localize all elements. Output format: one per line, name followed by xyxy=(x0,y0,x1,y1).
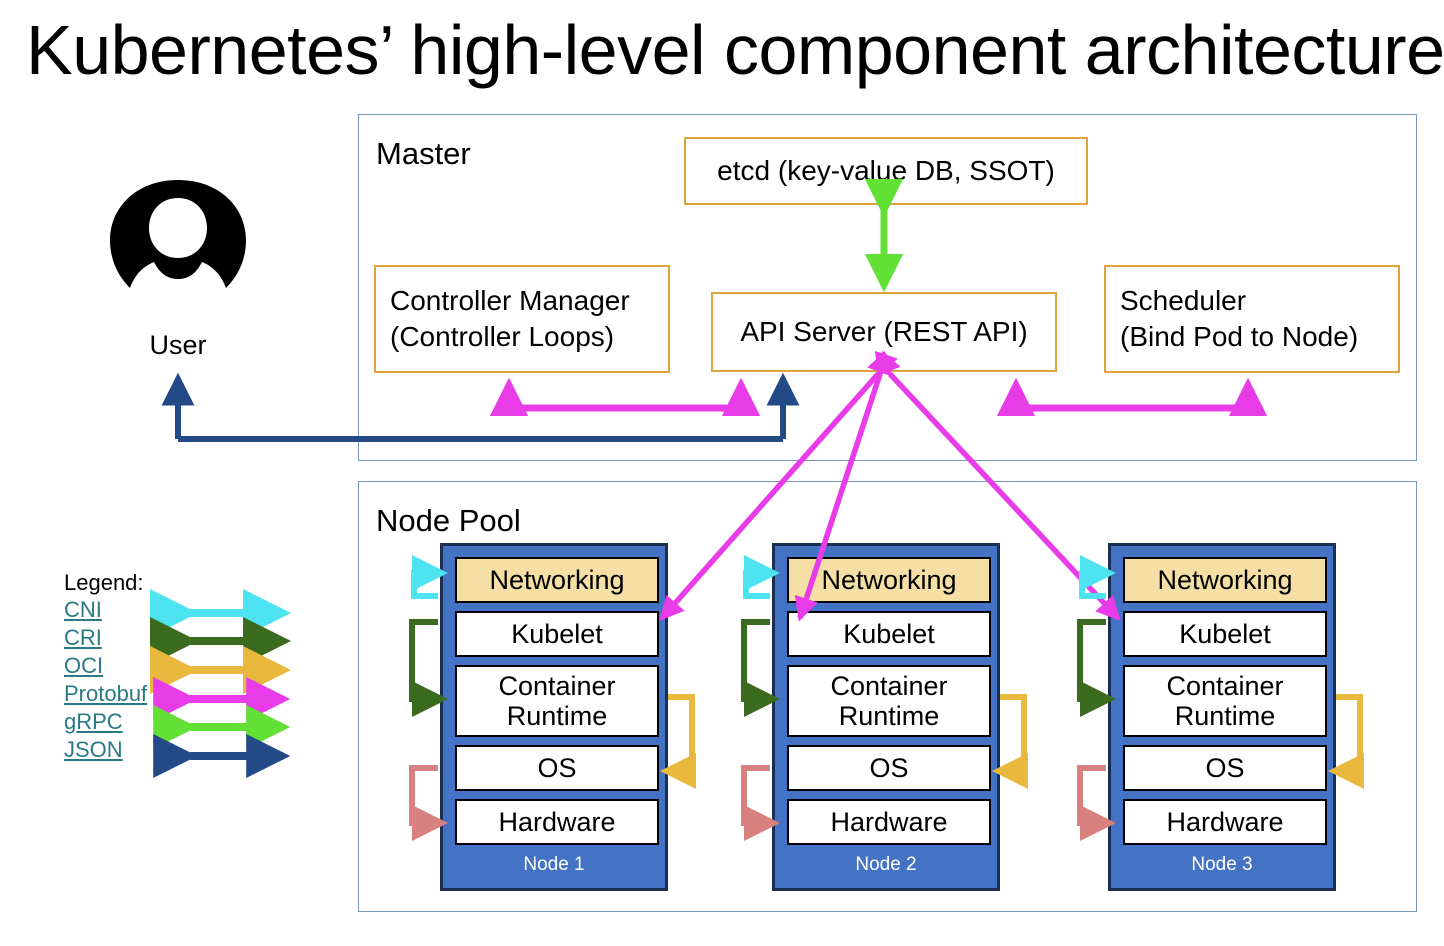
legend-label-json[interactable]: JSON xyxy=(64,737,123,762)
api-server-label: API Server (REST API) xyxy=(740,316,1028,347)
legend-label-cri[interactable]: CRI xyxy=(64,625,102,650)
legend-row-cni[interactable]: CNI xyxy=(64,596,314,624)
user-label: User xyxy=(149,330,207,360)
node-panel[interactable]: Networking Kubelet Container Runtime OS … xyxy=(772,543,1000,891)
node-name-label: Node 1 xyxy=(523,854,585,875)
layer-label: Kubelet xyxy=(843,619,935,649)
page-title: Kubernetes’ high-level component archite… xyxy=(26,11,1444,89)
node-name-label: Node 3 xyxy=(1191,854,1253,875)
legend-row-protobuf[interactable]: Protobuf xyxy=(64,680,314,708)
node-name-label: Node 2 xyxy=(855,854,917,875)
scheduler-box[interactable]: Scheduler (Bind Pod to Node) xyxy=(1104,265,1400,373)
node-pool-label: Node Pool xyxy=(376,503,521,538)
layer-label: Container Runtime xyxy=(830,671,948,731)
node-layer-networking[interactable]: Networking xyxy=(1123,557,1327,603)
controller-manager-line2: (Controller Loops) xyxy=(390,321,615,352)
node-layer-networking[interactable]: Networking xyxy=(787,557,991,603)
api-server-box[interactable]: API Server (REST API) xyxy=(711,292,1057,372)
etcd-box[interactable]: etcd (key-value DB, SSOT) xyxy=(684,137,1088,205)
legend-row-cri[interactable]: CRI xyxy=(64,624,314,652)
node-layer-container-runtime[interactable]: Container Runtime xyxy=(455,665,659,737)
legend-row-grpc[interactable]: gRPC xyxy=(64,708,314,736)
node-layer-container-runtime[interactable]: Container Runtime xyxy=(1123,665,1327,737)
node-layer-hardware[interactable]: Hardware xyxy=(455,799,659,845)
node-layer-os[interactable]: OS xyxy=(787,745,991,791)
node-layer-os[interactable]: OS xyxy=(1123,745,1327,791)
controller-manager-line1: Controller Manager xyxy=(390,285,630,316)
node-layer-hardware[interactable]: Hardware xyxy=(1123,799,1327,845)
user-silhouette-icon xyxy=(108,178,248,298)
node-panel[interactable]: Networking Kubelet Container Runtime OS … xyxy=(1108,543,1336,891)
layer-label: Networking xyxy=(1157,565,1293,595)
legend: Legend: CNI CRI OCI Protobuf gRPC JSON xyxy=(64,570,314,780)
layer-label: Kubelet xyxy=(511,619,603,649)
legend-label-protobuf[interactable]: Protobuf xyxy=(64,681,148,706)
node-layer-kubelet[interactable]: Kubelet xyxy=(455,611,659,657)
node-panel[interactable]: Networking Kubelet Container Runtime OS … xyxy=(440,543,668,891)
layer-label: Hardware xyxy=(830,807,948,837)
etcd-label: etcd (key-value DB, SSOT) xyxy=(717,155,1055,186)
layer-label: Hardware xyxy=(1166,807,1284,837)
layer-label: OS xyxy=(1205,753,1245,783)
layer-label: OS xyxy=(537,753,577,783)
legend-row-json[interactable]: JSON xyxy=(64,736,314,764)
scheduler-line1: Scheduler xyxy=(1120,285,1247,316)
node-layer-container-runtime[interactable]: Container Runtime xyxy=(787,665,991,737)
layer-label: Networking xyxy=(489,565,625,595)
node-layer-os[interactable]: OS xyxy=(455,745,659,791)
layer-label: Container Runtime xyxy=(498,671,616,731)
layer-label: Hardware xyxy=(498,807,616,837)
legend-label-oci[interactable]: OCI xyxy=(64,653,104,678)
node-layer-kubelet[interactable]: Kubelet xyxy=(787,611,991,657)
node-layer-networking[interactable]: Networking xyxy=(455,557,659,603)
scheduler-line2: (Bind Pod to Node) xyxy=(1120,321,1359,352)
legend-title: Legend: xyxy=(64,570,144,595)
controller-manager-box[interactable]: Controller Manager (Controller Loops) xyxy=(374,265,670,373)
layer-label: Container Runtime xyxy=(1166,671,1284,731)
node-layer-hardware[interactable]: Hardware xyxy=(787,799,991,845)
layer-label: OS xyxy=(869,753,909,783)
legend-label-cni[interactable]: CNI xyxy=(64,597,102,622)
node-layer-kubelet[interactable]: Kubelet xyxy=(1123,611,1327,657)
layer-label: Kubelet xyxy=(1179,619,1271,649)
legend-label-grpc[interactable]: gRPC xyxy=(64,709,123,734)
legend-row-oci[interactable]: OCI xyxy=(64,652,314,680)
master-label: Master xyxy=(376,136,471,171)
layer-label: Networking xyxy=(821,565,957,595)
